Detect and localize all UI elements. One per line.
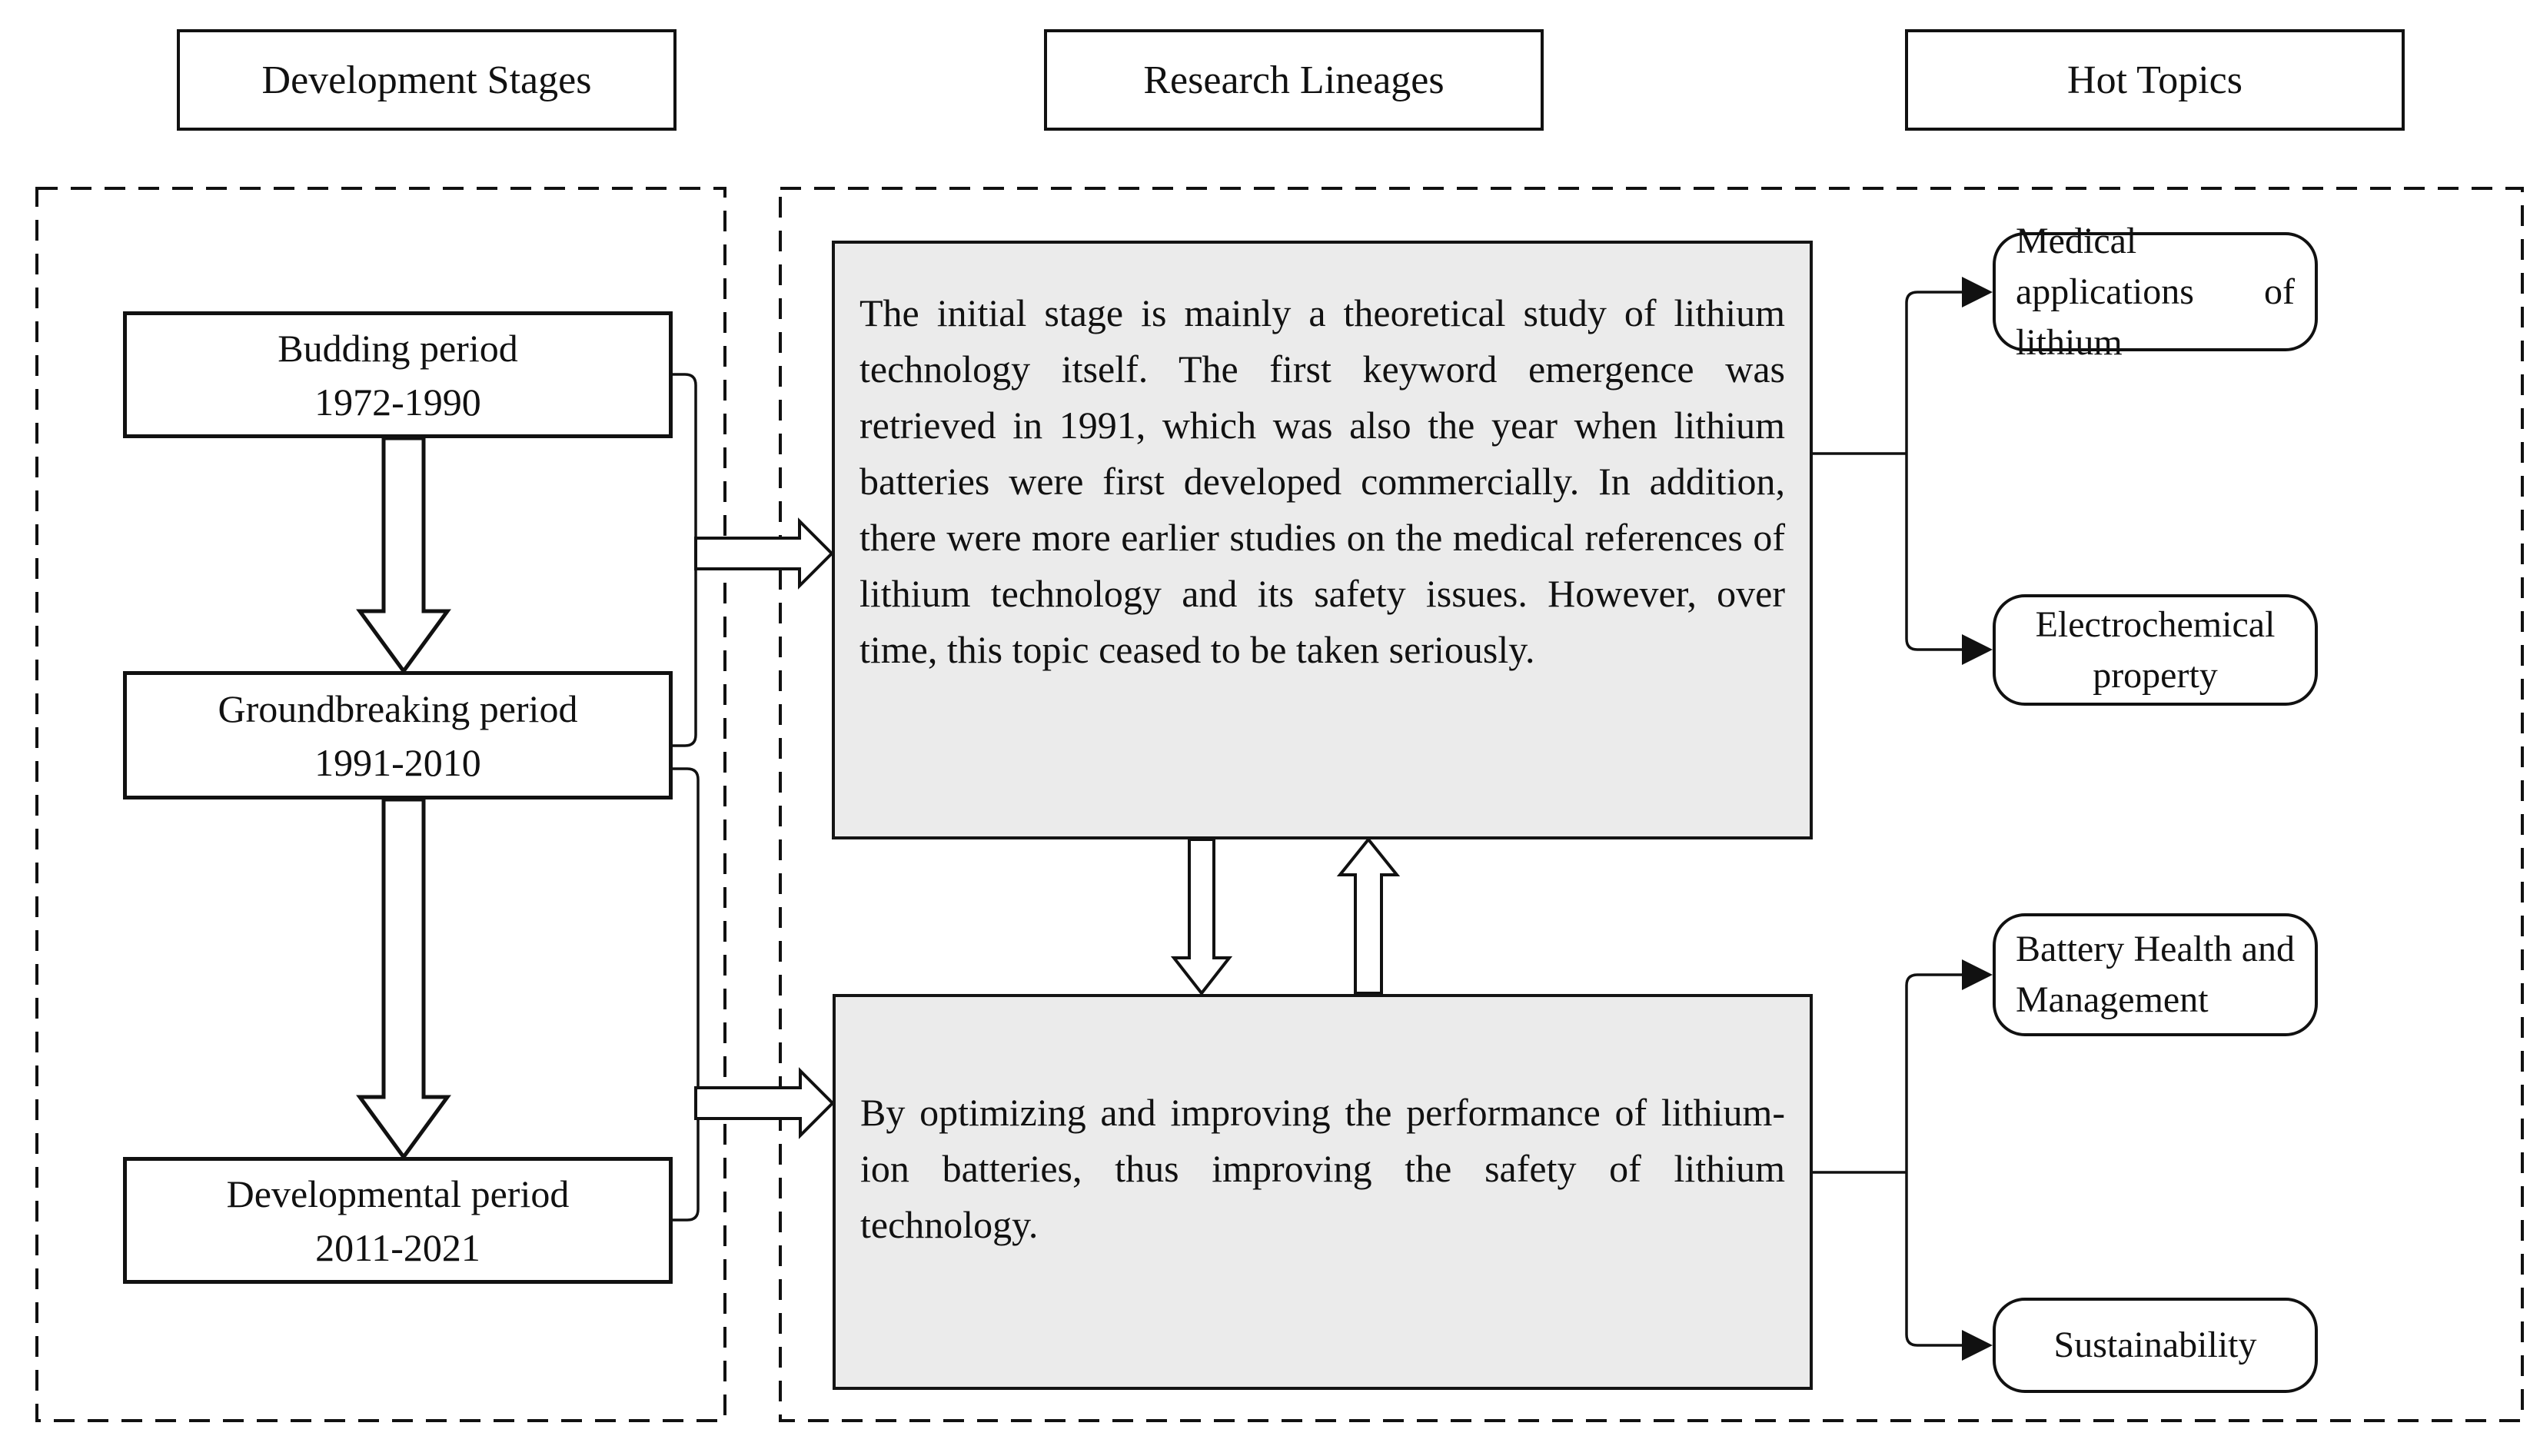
arrowhead-battery-icon [1962,959,1993,990]
hot-topic-medical-applications: Medical applications of lithium [1993,221,2318,363]
development-stages-dashed-group-border [35,187,726,1422]
hot-topic-battery-health-management: Battery Health and Management [1993,913,2318,1036]
hot-topic-electrochemical-property: Electrochemical property [1993,594,2318,706]
arrow-lineage2-up-to-lineage1-icon [1336,836,1401,995]
hot-topic-label: Battery Health and Management [2016,929,2295,1020]
arrow-budding-to-groundbreaking-icon [356,436,451,675]
hot-topic-label: Medical applications of lithium [2016,220,2295,363]
column-header-research-lineages: Research Lineages [1044,29,1544,131]
arrow-groundbreaking-to-developmental-icon [356,797,451,1161]
hot-topic-label: Sustainability [2053,1325,2257,1365]
column-header-development-stages: Development Stages [177,29,677,131]
bracket-groundbreaking-developmental [673,767,700,1222]
arrowhead-medical-icon [1962,277,1993,307]
branch-lineage2-to-sustainability [1905,1172,1965,1347]
hot-topic-sustainability: Sustainability [1993,1298,2318,1393]
lineage-box-optimizing-performance: By optimizing and improving the performa… [833,994,1813,1390]
branch-lineage2-to-battery [1905,973,1965,1172]
stage-box-budding-period: Budding period 1972-1990 [123,311,673,438]
stage-box-developmental-period: Developmental period 2011-2021 [123,1157,673,1284]
hot-topic-label: Electrochemical property [2035,603,2276,696]
stage-box-groundbreaking-period: Groundbreaking period 1991-2010 [123,671,673,799]
arrowhead-electrochemical-icon [1962,634,1993,665]
arrow-lineage1-down-to-lineage2-icon [1170,838,1233,996]
lineage-text: The initial stage is mainly a theoretica… [859,291,1785,671]
branch-lineage1-to-electrochemical [1905,454,1965,651]
lineage-text: By optimizing and improving the performa… [860,1091,1785,1246]
column-header-label: Hot Topics [2067,58,2242,102]
arrow-stages-to-lineage-1-icon [694,517,834,590]
lineage-box-initial-stage: The initial stage is mainly a theoretica… [832,241,1813,839]
column-header-hot-topics: Hot Topics [1905,29,2405,131]
arrow-stages-to-lineage-2-icon [694,1067,835,1139]
column-header-label: Development Stages [261,58,592,102]
branch-lineage1-to-medical [1905,291,1965,454]
bracket-budding-groundbreaking [673,373,697,747]
column-header-label: Research Lineages [1143,58,1445,102]
arrowhead-sustainability-icon [1962,1330,1993,1361]
